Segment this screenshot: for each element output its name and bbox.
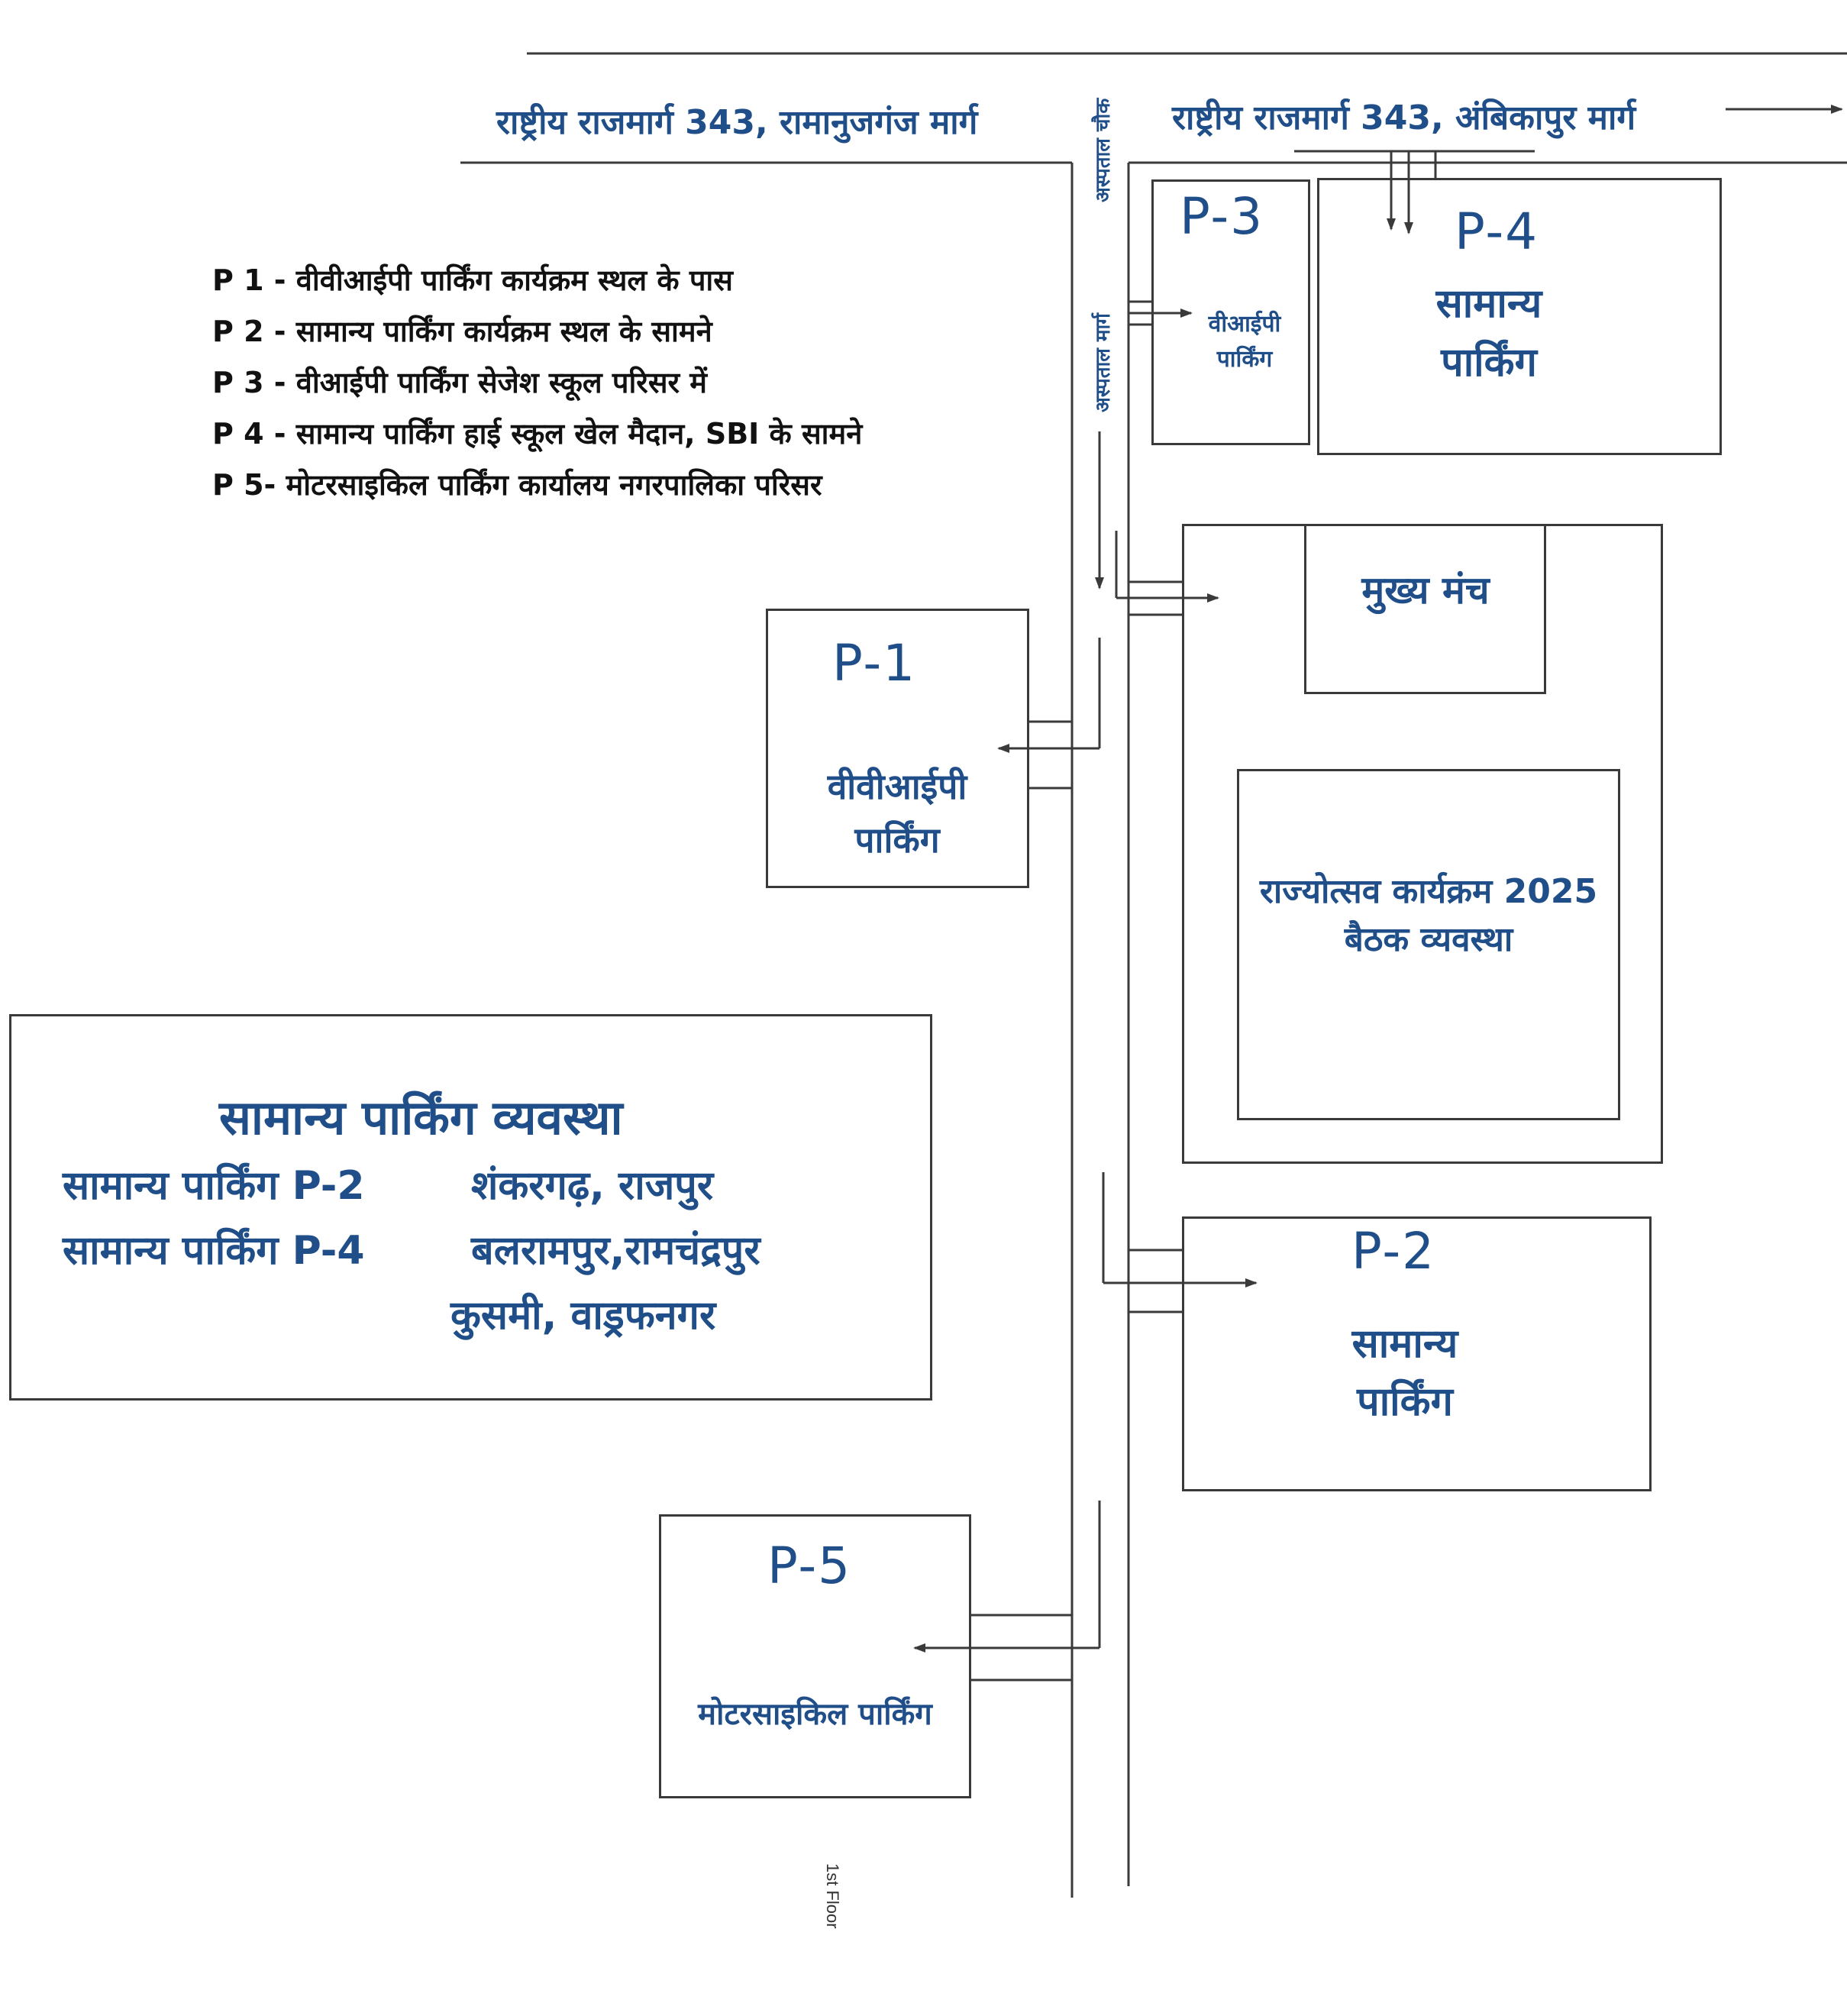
p4-box — [1317, 178, 1722, 455]
info-row1-places: शंकरगढ़, राजपुर — [471, 1163, 714, 1209]
p4-label-line1: सामान्य — [1435, 281, 1542, 327]
p3-box — [1151, 179, 1310, 445]
p1-code: P-1 — [832, 634, 917, 693]
p3-label-line1: वीआईपी — [1208, 311, 1281, 338]
p1-box — [766, 609, 1029, 888]
p3-label-line2: पार्किंग — [1216, 346, 1273, 373]
highway-label-left: राष्ट्रीय राजमार्ग 343, रामानुजगंज मार्ग — [496, 103, 978, 142]
p2-box — [1182, 1216, 1652, 1491]
info-row2-places: बलरामपुर,रामचंद्रपुर — [471, 1228, 760, 1274]
info-row3-places: कुसमी, वाड्रफनगर — [450, 1293, 716, 1339]
chowk-label: अस्पताल चौक — [1092, 98, 1115, 202]
stage-box — [1304, 524, 1546, 694]
p5-code: P-5 — [767, 1536, 852, 1595]
p2-code: P-2 — [1351, 1222, 1436, 1281]
p2-label-line1: सामान्य — [1351, 1321, 1458, 1367]
p5-box — [659, 1514, 971, 1798]
legend-item-p3: P 3 - वीआईपी पार्किंग सेजेश स्कूल परिसर … — [212, 366, 708, 399]
info-row2-label: सामान्य पार्किंग P-4 — [63, 1228, 365, 1274]
legend-item-p4: P 4 - सामान्य पार्किंग हाई स्कूल खेल मैद… — [212, 417, 863, 451]
info-box-title: सामान्य पार्किंग व्यवस्था — [219, 1090, 623, 1145]
seating-box — [1237, 769, 1620, 1120]
p2-label-line2: पार्किंग — [1357, 1379, 1453, 1425]
legend-item-p5: P 5- मोटरसाइकिल पार्किंग कार्यालय नगरपाल… — [212, 468, 822, 502]
seating-label-line2: बैठक व्यवस्था — [1344, 920, 1513, 959]
seating-label-line1: राज्योत्सव कार्यक्रम 2025 — [1259, 872, 1598, 911]
hospital-road-label: अस्पताल मार्ग — [1092, 313, 1115, 412]
p4-code: P-4 — [1455, 202, 1539, 261]
p1-label-line1: वीवीआईपी — [827, 766, 967, 807]
p1-label-line2: पार्किंग — [854, 819, 940, 861]
info-row1-label: सामान्य पार्किंग P-2 — [63, 1163, 365, 1209]
legend-item-p1: P 1 - वीवीआईपी पार्किंग कार्यक्रम स्थल क… — [212, 263, 733, 297]
floor-note: 1st Floor — [823, 1863, 842, 1929]
legend-item-p2: P 2 - सामान्य पार्किंग कार्यक्रम स्थल के… — [212, 315, 712, 348]
p4-label-line2: पार्किंग — [1441, 340, 1537, 386]
highway-label-right: राष्ट्रीय राजमार्ग 343, अंबिकापुर मार्ग — [1172, 99, 1636, 137]
info-box — [9, 1014, 932, 1401]
p5-label: मोटरसाइकिल पार्किंग — [698, 1697, 932, 1732]
p3-code: P-3 — [1180, 187, 1264, 246]
main-stage-label: मुख्य मंच — [1361, 568, 1490, 612]
